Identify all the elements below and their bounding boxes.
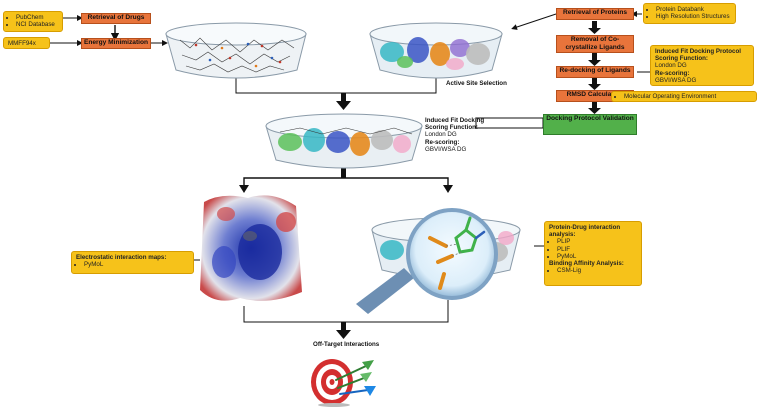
dart-icons (335, 360, 376, 396)
docking-dish-image (265, 113, 423, 169)
merge-arrow-top-shaft (341, 93, 346, 102)
interaction-item: PLIF (557, 246, 637, 253)
split-shaft (341, 166, 346, 178)
ifd-scoring: London DG (655, 62, 687, 70)
moe-box: Molecular Operating Environment (611, 91, 757, 102)
interaction-dish-image (356, 208, 521, 314)
merge-line-top (235, 78, 437, 94)
split-line (243, 177, 449, 188)
removal-ligands-box: Removal of Co-crystallize Ligands (556, 35, 634, 53)
center-scoring-head: Scoring Function: (425, 124, 478, 132)
validation-box: Docking Protocol Validation (543, 114, 637, 135)
retrieval-proteins-box: Retrieval of Proteins (556, 8, 634, 20)
interaction-box: Protein-Drug interaction analysis: PLIP … (544, 221, 642, 286)
center-scoring: London DG (425, 131, 457, 139)
right-column-arrows (588, 21, 601, 114)
retrieval-drugs-box: Retrieval of Drugs (81, 13, 151, 24)
magnifier-handle (356, 268, 414, 314)
drug-source-item: NCI Database (16, 21, 58, 28)
electrostatic-box: Electrostatic interaction maps: PyMoL (71, 251, 194, 274)
center-title: Induced Fit Docking (425, 117, 485, 124)
center-rescoring-head: Re-scoring: (425, 138, 460, 146)
moe-item: Molecular Operating Environment (624, 93, 752, 101)
mmff-box: MMFF94x (3, 37, 50, 49)
protein-sources-box: Protein Databank High Resolution Structu… (643, 3, 736, 24)
center-docking-label: Induced Fit Docking Scoring Function: Lo… (425, 117, 505, 153)
ifd-scoring-head: Scoring Function: (655, 55, 708, 63)
center-rescoring: GBVI/WSA DG (425, 145, 467, 153)
binding-head: Binding Affinity Analysis: (549, 260, 624, 268)
active-site-label: Active Site Selection (446, 80, 507, 87)
ligands-dish-image (165, 22, 307, 79)
validation-connector (475, 118, 543, 129)
merge-arrow-top-head (336, 101, 351, 110)
electrostatic-surface-image (200, 195, 302, 301)
binding-item: CSM-Lig (557, 267, 637, 274)
off-target-label: Off-Target Interactions (313, 341, 380, 348)
interaction-item: PLIP (557, 238, 637, 245)
target-icon (311, 359, 353, 407)
interaction-title: Protein-Drug interaction analysis: (549, 224, 621, 239)
proteins-dish-image (369, 22, 503, 79)
protein-source-item: Protein Databank (656, 6, 731, 13)
energy-minimization-box: Energy Minimization (81, 38, 151, 49)
electro-title: Electrostatic interaction maps: (76, 254, 167, 261)
ifd-rescoring-head: Re-scoring: (655, 69, 690, 77)
ifd-rescoring: GBVI/WSA DG (655, 76, 697, 84)
arrow-retrieval-to-proteins (511, 13, 557, 30)
protein-source-item: High Resolution Structures (656, 13, 731, 20)
drug-sources-box: PubChem NCI Database (3, 11, 63, 32)
merge-line-bottom (243, 300, 449, 323)
ifd-protocol-box: Induced Fit Docking Protocol Scoring Fun… (650, 45, 754, 86)
ifd-title: Induced Fit Docking Protocol (655, 48, 741, 55)
redocking-box: Re-docking of Ligands (556, 66, 634, 78)
drug-source-item: PubChem (16, 14, 58, 21)
interaction-item: PyMoL (557, 253, 637, 260)
electro-item: PyMoL (84, 261, 189, 268)
